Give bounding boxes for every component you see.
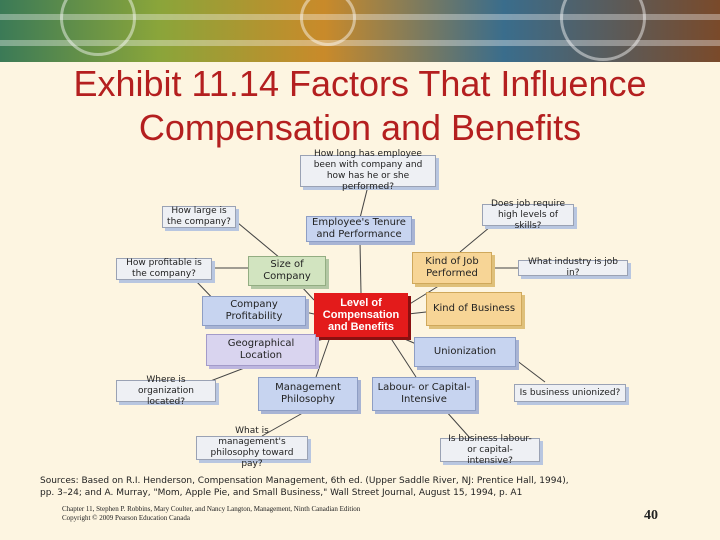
factor-size: Size of Company [248,256,326,286]
factor-business: Kind of Business [426,292,522,326]
credit-line-1: Chapter 11, Stephen P. Robbins, Mary Cou… [62,505,361,513]
question-industry: What industry is job in? [518,257,628,278]
page-number: 40 [644,508,658,523]
factor-mgmt: Management Philosophy [258,377,358,411]
question-profit: How profitable is the company? [116,258,212,280]
header-banner [0,0,720,62]
center-box: Level of Compensation and Benefits [314,293,408,337]
sources-line-2: pp. 3–24; and A. Murray, "Mom, Apple Pie… [40,488,523,498]
question-union: Is business unionized? [514,384,626,402]
title-line-1: Exhibit 11.14 Factors That Influence [73,63,647,104]
sources-line-1: Sources: Based on R.I. Henderson, Compen… [40,476,569,486]
sources-note: Sources: Based on R.I. Henderson, Compen… [40,475,670,499]
question-mgmt: What is management's philosophy toward p… [196,426,308,469]
question-tenure: How long has employee been with company … [300,149,436,192]
question-skills: Does job require high levels of skills? [482,199,574,231]
question-labour: Is business labour- or capital-intensive… [440,434,540,466]
credit-line-2: Copyright © 2009 Pearson Education Canad… [62,514,190,522]
page-title: Exhibit 11.14 Factors That Influence Com… [0,62,720,150]
credit-note: Chapter 11, Stephen P. Robbins, Mary Cou… [62,505,360,523]
factor-profit: Company Profitability [202,296,306,326]
factor-job: Kind of Job Performed [412,252,492,284]
question-geo: Where is organization located? [116,375,216,407]
factor-tenure: Employee's Tenure and Performance [306,216,412,242]
factor-geo: Geographical Location [206,334,316,366]
factor-union: Unionization [414,337,516,367]
factor-labour: Labour- or Capital-Intensive [372,377,476,411]
question-size: How large is the company? [162,206,236,228]
title-line-2: Compensation and Benefits [138,107,582,148]
